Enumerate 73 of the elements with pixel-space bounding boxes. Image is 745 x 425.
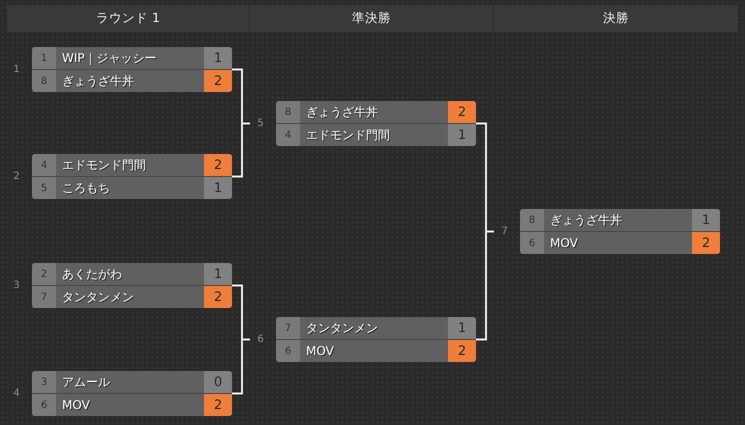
team-name: エドモンド門間 [62,156,146,174]
match-box [32,154,232,199]
match-number: 3 [13,280,20,292]
score-cell: 0 [204,371,232,393]
seed-cell: 7 [32,286,56,308]
score-cell: 2 [204,70,232,92]
team-row [32,47,232,69]
team-row [32,154,232,176]
match-box [32,47,232,92]
match-number: 6 [257,334,264,346]
match-box [520,209,720,254]
score-cell: 1 [692,209,720,231]
seed-cell: 7 [276,317,300,339]
match-number: 7 [501,226,508,238]
team-name: タンタンメン [306,320,378,336]
match-number: 1 [13,64,20,76]
team-row [32,286,232,308]
team-row [276,317,476,339]
team-row [520,209,720,231]
team-name: ころもち [62,180,110,196]
seed-cell: 6 [276,340,300,362]
column-header: ラウンド 1 [7,5,250,32]
score-cell: 2 [692,232,720,254]
seed-cell: 8 [520,209,544,231]
team-row [276,340,476,362]
score-cell: 1 [448,124,476,146]
seed-cell: 3 [32,371,56,393]
match-number: 4 [13,388,20,400]
match-box [276,101,476,146]
team-name: MOV [550,236,578,250]
team-row [520,232,720,254]
score-cell: 2 [448,101,476,123]
seed-cell: 5 [32,177,56,199]
seed-cell: 2 [32,263,56,285]
score-cell: 2 [204,394,232,416]
score-cell: 2 [204,154,232,176]
team-name: タンタンメン [62,288,134,306]
score-cell: 1 [204,177,232,199]
team-row [276,124,476,146]
team-row [32,70,232,92]
team-name: アムール [62,374,110,390]
score-cell: 2 [204,286,232,308]
team-row [32,177,232,199]
seed-cell: 8 [276,101,300,123]
team-name: あくたがわ [62,266,122,282]
team-row [32,394,232,416]
score-cell: 1 [448,317,476,339]
team-name: ぎょうざ牛丼 [306,104,378,120]
match-box [32,263,232,308]
seed-cell: 4 [32,154,56,176]
team-name: ぎょうざ牛丼 [550,212,622,228]
seed-cell: 8 [32,70,56,92]
column-header: 準決勝 [250,5,494,32]
match-number: 5 [257,118,264,130]
team-row [32,371,232,393]
match-box [32,371,232,416]
team-row [276,101,476,123]
match-box [276,317,476,362]
team-row [32,263,232,285]
seed-cell: 4 [276,124,300,146]
seed-cell: 1 [32,47,56,69]
team-name: ぎょうざ牛丼 [62,72,134,90]
match-number: 2 [13,170,20,182]
team-name: エドモンド門間 [306,126,390,144]
team-name: MOV [306,344,334,358]
seed-cell: 6 [32,394,56,416]
team-name: MOV [62,398,90,412]
column-header: 決勝 [494,5,738,32]
score-cell: 2 [448,340,476,362]
score-cell: 1 [204,47,232,69]
seed-cell: 6 [520,232,544,254]
team-name: WIP｜ジャッシー [62,50,157,66]
score-cell: 1 [204,263,232,285]
